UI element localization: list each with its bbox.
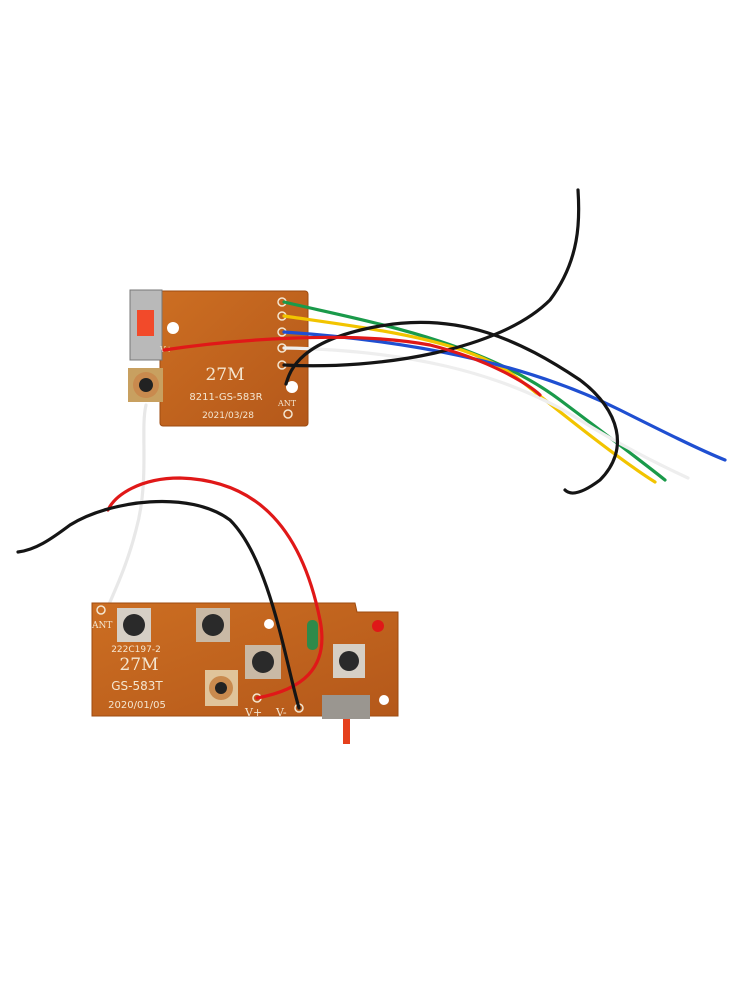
inductor bbox=[307, 620, 318, 650]
transmitter-wires bbox=[16, 476, 324, 710]
tuning-coil bbox=[205, 670, 238, 706]
led bbox=[372, 620, 384, 632]
transmitter-frequency: 27M bbox=[119, 655, 158, 675]
tuning-coil bbox=[128, 368, 163, 402]
power-switch bbox=[129, 289, 163, 361]
push-button bbox=[245, 645, 281, 679]
receiver-board: 27M 8211-GS-583R 2021/03/28 ANT V+ bbox=[128, 289, 309, 427]
receiver-date: 2021/03/28 bbox=[202, 411, 254, 421]
transmitter-antenna-label: ANT bbox=[91, 621, 112, 631]
slide-switch bbox=[322, 695, 370, 719]
transmitter-model: GS-583T bbox=[111, 679, 163, 693]
transmitter-board: ANT 222C197-2 27M GS-583T 2020/01/05 V+ … bbox=[91, 602, 399, 744]
antenna-wire bbox=[104, 403, 148, 614]
receiver-model: 8211-GS-583R bbox=[189, 392, 262, 403]
push-button bbox=[333, 644, 365, 678]
transmitter-part-code: 222C197-2 bbox=[111, 645, 161, 655]
transmitter-date: 2020/01/05 bbox=[108, 700, 166, 711]
push-button bbox=[196, 608, 230, 642]
vplus-label: V+ bbox=[244, 706, 262, 719]
receiver-wires bbox=[162, 188, 727, 495]
push-button bbox=[117, 608, 151, 642]
receiver-antenna-label: ANT bbox=[277, 399, 297, 408]
receiver-frequency: 27M bbox=[205, 365, 244, 385]
vminus-label: V- bbox=[275, 706, 287, 719]
